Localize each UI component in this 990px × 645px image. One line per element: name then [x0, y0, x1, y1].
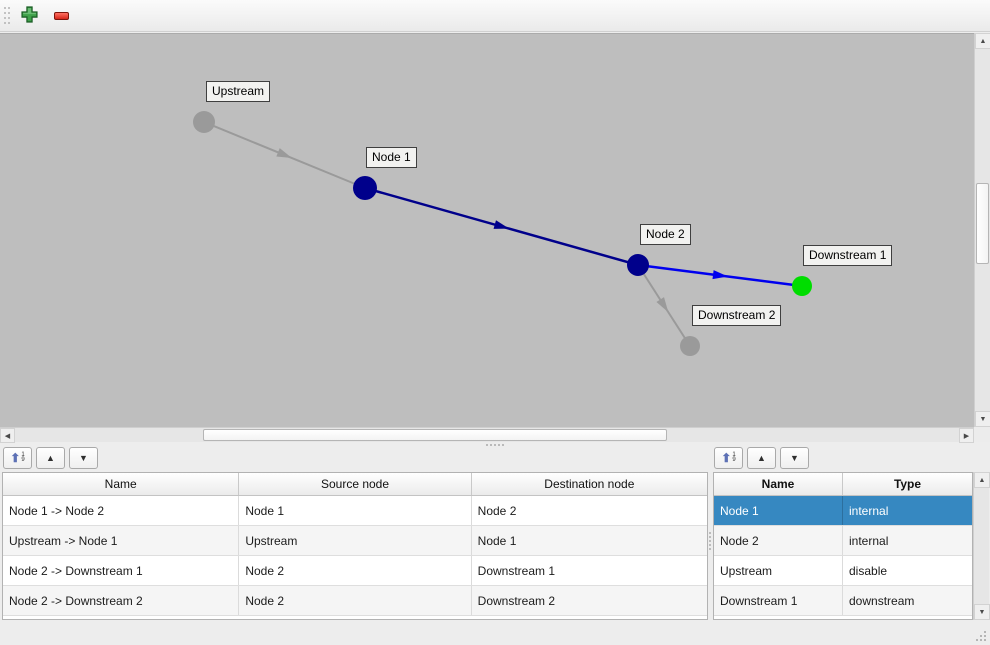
table-cell: Node 1: [477, 533, 517, 548]
edge-arrow-icon: [712, 270, 728, 280]
add-button[interactable]: [16, 4, 42, 28]
nodes-table-vscrollbar[interactable]: ▲ ▼: [973, 472, 990, 620]
node-label-upstream[interactable]: Upstream: [206, 81, 271, 102]
column-header[interactable]: Name: [3, 473, 240, 495]
node-label-node1[interactable]: Node 1: [366, 147, 417, 168]
table-cell: Upstream: [714, 556, 843, 585]
down-arrow-icon: ▼: [79, 453, 88, 463]
table-cell: disable: [849, 563, 888, 578]
graph-node-upstream[interactable]: [193, 111, 215, 133]
graph-node-node1[interactable]: [353, 176, 377, 200]
splitter-grip-icon: [486, 444, 488, 446]
main-toolbar: [0, 0, 990, 32]
table-splitter-grip[interactable]: [709, 532, 711, 534]
node-label-node2[interactable]: Node 2: [640, 224, 691, 245]
scrollbar-corner: [974, 427, 990, 442]
nodes-move-down-button[interactable]: ▼: [780, 447, 809, 469]
scroll-left-button[interactable]: ◀: [0, 428, 15, 443]
column-header[interactable]: Destination node: [544, 477, 635, 491]
table-cell: Node 2 -> Downstream 1: [3, 556, 240, 585]
canvas-vscrollbar[interactable]: ▲ ▼: [974, 33, 990, 427]
node-label-downstream1[interactable]: Downstream 1: [803, 245, 893, 266]
table-cell: Upstream -> Node 1: [3, 526, 240, 555]
down-arrow-icon: ▼: [790, 453, 799, 463]
scroll-right-icon: ▶: [963, 432, 970, 440]
scroll-up-button[interactable]: ▲: [974, 472, 990, 488]
graph-node-node2[interactable]: [627, 254, 649, 276]
table-header: Name Type: [714, 473, 972, 496]
toolbar-drag-handle[interactable]: [4, 7, 6, 9]
scroll-down-icon: ▼: [979, 415, 987, 423]
table-row[interactable]: Downstream 1 downstream: [714, 586, 972, 616]
table-cell: Node 2: [714, 526, 843, 555]
table-cell: Node 1: [239, 496, 472, 525]
column-header[interactable]: Source node: [239, 473, 472, 495]
table-cell: Node 2: [239, 586, 472, 615]
canvas-hscrollbar[interactable]: ◀ ▶: [0, 427, 974, 443]
status-bar: [0, 621, 990, 645]
vscroll-thumb[interactable]: [976, 183, 989, 264]
scroll-up-icon: ▲: [978, 476, 986, 484]
graph-svg: [193, 111, 812, 356]
up-arrow-icon: ▲: [757, 453, 766, 463]
table-cell: Node 1: [714, 496, 843, 525]
table-cell: Downstream 1: [714, 586, 843, 615]
table-row[interactable]: Node 1 internal: [714, 496, 972, 526]
table-row[interactable]: Upstream disable: [714, 556, 972, 586]
up-arrow-icon: ▲: [46, 453, 55, 463]
graph-node-downstream2[interactable]: [680, 336, 700, 356]
table-cell: Downstream 1: [477, 563, 556, 578]
table-cell: Node 2 -> Downstream 2: [3, 586, 240, 615]
graph-node-downstream1[interactable]: [792, 276, 812, 296]
column-header[interactable]: Type: [893, 477, 922, 491]
scroll-down-icon: ▼: [978, 608, 986, 616]
scroll-right-button[interactable]: ▶: [959, 428, 974, 443]
scroll-up-button[interactable]: ▲: [975, 33, 990, 49]
minus-icon: [53, 12, 69, 20]
scroll-down-button[interactable]: ▼: [974, 604, 990, 620]
table-cell: downstream: [849, 593, 915, 608]
edge-arrow-icon: [276, 148, 292, 159]
horizontal-splitter[interactable]: [0, 442, 990, 448]
hscroll-thumb[interactable]: [203, 429, 667, 441]
column-header[interactable]: Name: [714, 473, 843, 495]
nodes-move-up-button[interactable]: ▲: [747, 447, 776, 469]
table-cell: Downstream 2: [477, 593, 556, 608]
edge-arrow-icon: [656, 297, 669, 313]
table-cell: Upstream: [239, 526, 472, 555]
scroll-up-icon: ▲: [979, 37, 987, 45]
table-cell: Node 1 -> Node 2: [3, 496, 240, 525]
table-cell: internal: [849, 533, 889, 548]
table-cell: Node 2: [239, 556, 472, 585]
resize-grip-icon[interactable]: [974, 629, 986, 641]
scroll-down-button[interactable]: ▼: [975, 411, 990, 427]
scroll-left-icon: ◀: [4, 432, 11, 440]
edges-move-down-button[interactable]: ▼: [69, 447, 98, 469]
table-cell: Node 2: [477, 503, 517, 518]
edges-move-up-button[interactable]: ▲: [36, 447, 65, 469]
plus-icon: [20, 6, 38, 26]
table-row[interactable]: Node 2 internal: [714, 526, 972, 556]
table-cell: internal: [849, 503, 889, 518]
remove-button[interactable]: [48, 4, 74, 28]
node-label-downstream2[interactable]: Downstream 2: [692, 305, 782, 326]
edge-arrow-icon: [493, 220, 510, 229]
